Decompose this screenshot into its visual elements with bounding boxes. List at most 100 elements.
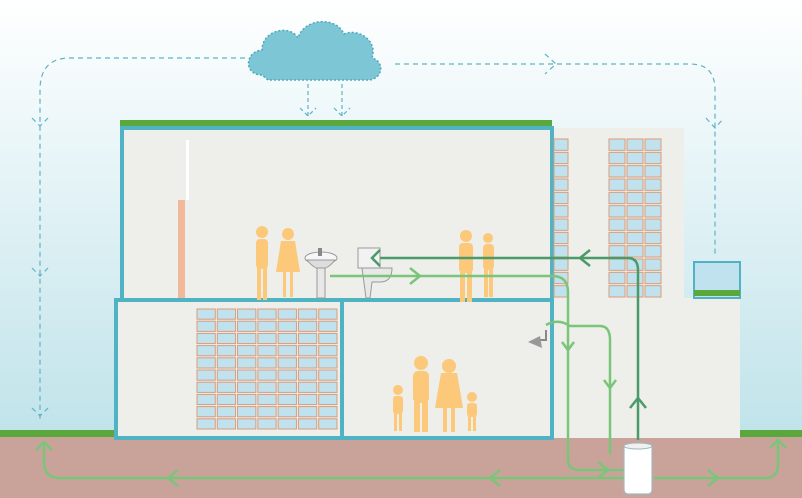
window-pane <box>297 320 318 332</box>
rain-drops <box>299 84 351 117</box>
window-pane <box>553 258 569 271</box>
window-pane <box>644 151 662 165</box>
window-pane <box>626 245 644 258</box>
tower-window-grid <box>608 138 662 298</box>
window-pane <box>237 406 257 418</box>
window-pane <box>626 178 644 191</box>
window-pane <box>216 418 237 430</box>
window-pane <box>277 320 297 332</box>
window-pane <box>318 345 338 357</box>
window-pane <box>196 369 216 381</box>
window-pane <box>297 406 318 418</box>
grass-strip-right <box>740 430 802 437</box>
window-pane <box>237 418 257 430</box>
window-pane <box>553 191 569 205</box>
window-pane <box>196 320 216 332</box>
window-pane <box>277 418 297 430</box>
window-pane <box>553 245 569 258</box>
window-pane <box>644 258 662 271</box>
window-pane <box>553 218 569 231</box>
window-pane <box>644 138 662 151</box>
window-pane <box>277 406 297 418</box>
window-pane <box>196 357 216 369</box>
window-pane <box>237 381 257 393</box>
window-pane <box>237 308 257 320</box>
window-pane <box>237 345 257 357</box>
window-pane <box>216 369 237 381</box>
window-pane <box>216 308 237 320</box>
window-pane <box>196 332 216 345</box>
window-pane <box>216 345 237 357</box>
window-pane <box>608 271 626 285</box>
window-pane <box>644 205 662 218</box>
window-pane <box>277 393 297 406</box>
window-pane <box>553 178 569 191</box>
cloud-icon <box>247 20 382 81</box>
person-silhouette-icon <box>276 228 300 297</box>
window-pane <box>608 191 626 205</box>
window-pane <box>196 345 216 357</box>
window-pane <box>257 320 277 332</box>
window-pane <box>216 357 237 369</box>
window-pane <box>257 357 277 369</box>
window-pane <box>626 165 644 178</box>
window-pane <box>608 151 626 165</box>
window-pane <box>257 345 277 357</box>
window-pane <box>318 332 338 345</box>
window-pane <box>644 218 662 231</box>
window-pane <box>196 406 216 418</box>
window-pane <box>297 393 318 406</box>
window-pane <box>297 418 318 430</box>
grass-strip-left <box>0 430 120 437</box>
window-pane <box>318 308 338 320</box>
window-pane <box>644 271 662 285</box>
window-pane <box>553 205 569 218</box>
window-pane <box>608 178 626 191</box>
window-pane <box>553 231 569 245</box>
window-pane <box>644 231 662 245</box>
window-pane <box>318 357 338 369</box>
window-pane <box>608 258 626 271</box>
window-pane <box>277 381 297 393</box>
upper-floor <box>120 126 554 302</box>
window-pane <box>277 308 297 320</box>
window-pane <box>237 357 257 369</box>
window-pane <box>216 393 237 406</box>
window-pane <box>277 345 297 357</box>
person-silhouette-icon <box>467 392 477 431</box>
window-pane <box>196 381 216 393</box>
window-pane <box>318 381 338 393</box>
window-pane <box>553 165 569 178</box>
window-pane <box>297 345 318 357</box>
upper-floor-divider <box>186 140 189 200</box>
lower-floor-divider <box>340 302 344 436</box>
window-pane <box>608 218 626 231</box>
window-pane <box>553 138 569 151</box>
annex-planter-grass <box>694 290 740 296</box>
window-pane <box>318 418 338 430</box>
window-pane <box>297 381 318 393</box>
window-pane <box>277 332 297 345</box>
window-pane <box>608 165 626 178</box>
window-pane <box>257 393 277 406</box>
window-pane <box>318 393 338 406</box>
window-pane <box>257 381 277 393</box>
window-pane <box>608 231 626 245</box>
window-pane <box>644 285 662 298</box>
window-pane <box>237 369 257 381</box>
window-pane <box>318 369 338 381</box>
window-pane <box>277 369 297 381</box>
window-pane <box>257 308 277 320</box>
window-pane <box>257 418 277 430</box>
window-pane <box>644 165 662 178</box>
window-pane <box>216 406 237 418</box>
person-silhouette-icon <box>256 226 268 300</box>
rainwater-tank-icon <box>623 442 653 495</box>
window-pane <box>318 320 338 332</box>
ground-water-loop <box>35 438 787 487</box>
window-pane <box>216 332 237 345</box>
window-pane <box>318 406 338 418</box>
window-pane <box>196 418 216 430</box>
window-pane <box>297 369 318 381</box>
window-pane <box>626 231 644 245</box>
